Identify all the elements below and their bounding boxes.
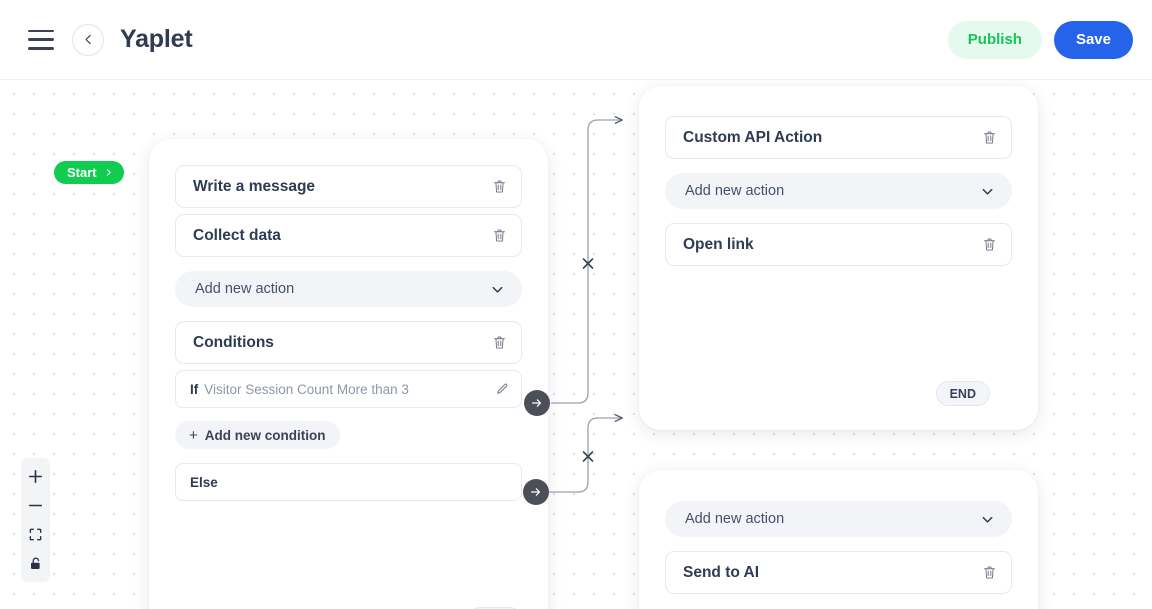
action-card-custom-api-action[interactable]: Custom API Action bbox=[665, 116, 1012, 159]
add-new-action-dropdown[interactable]: Add new action bbox=[665, 173, 1012, 209]
zoom-out-button[interactable] bbox=[21, 491, 50, 520]
condition-expression: Visitor Session Count More than 3 bbox=[204, 381, 409, 397]
trash-icon[interactable] bbox=[492, 228, 507, 243]
action-card-title: Write a message bbox=[193, 177, 316, 195]
add-new-action-dropdown[interactable]: Add new action bbox=[665, 501, 1012, 537]
flow-panel-else-branch: Add new action Send to AI END bbox=[639, 470, 1038, 609]
action-card-title: Collect data bbox=[193, 226, 281, 244]
else-label: Else bbox=[190, 474, 218, 490]
condition-row[interactable]: If Visitor Session Count More than 3 bbox=[175, 370, 522, 408]
add-new-condition-label: Add new condition bbox=[204, 427, 326, 443]
connector-delete-x-icon[interactable] bbox=[582, 451, 594, 462]
app-header: Yaplet Publish Save bbox=[0, 0, 1152, 80]
save-button[interactable]: Save bbox=[1053, 20, 1133, 59]
hamburger-menu-icon[interactable] bbox=[28, 29, 54, 50]
unlock-padlock-icon bbox=[31, 557, 40, 569]
publish-button[interactable]: Publish bbox=[947, 20, 1042, 59]
trash-icon[interactable] bbox=[982, 130, 997, 145]
action-card-send-to-ai[interactable]: Send to AI bbox=[665, 551, 1012, 594]
chevron-down-icon bbox=[980, 512, 995, 527]
start-badge-label: Start bbox=[67, 165, 97, 180]
flow-canvas[interactable]: Start Write a message Collect data bbox=[0, 80, 1152, 609]
end-badge[interactable]: END bbox=[935, 381, 990, 406]
page-title: Yaplet bbox=[120, 25, 193, 53]
chevron-down-icon bbox=[490, 282, 505, 297]
start-badge[interactable]: Start bbox=[54, 161, 124, 184]
action-card-title: Custom API Action bbox=[683, 128, 823, 146]
panel-else-content: Add new action Send to AI bbox=[639, 470, 1038, 594]
fit-screen-button[interactable] bbox=[21, 520, 50, 549]
add-new-condition-button[interactable]: + Add new condition bbox=[175, 421, 340, 449]
flow-panel-main: Write a message Collect data Add new act… bbox=[149, 139, 548, 609]
action-card-open-link[interactable]: Open link bbox=[665, 223, 1012, 266]
connector-delete-x-icon[interactable] bbox=[582, 258, 594, 269]
else-branch-arrow-button[interactable] bbox=[523, 479, 549, 505]
chevron-right-icon bbox=[106, 169, 111, 176]
zoom-in-button[interactable] bbox=[21, 462, 50, 491]
trash-icon[interactable] bbox=[982, 565, 997, 580]
plus-icon: + bbox=[189, 426, 198, 444]
trash-icon[interactable] bbox=[492, 335, 507, 350]
chevron-left-icon bbox=[84, 34, 91, 45]
add-new-action-dropdown[interactable]: Add new action bbox=[175, 271, 522, 307]
panel-true-content: Custom API Action Add new action Open li… bbox=[639, 86, 1038, 266]
action-card-collect-data[interactable]: Collect data bbox=[175, 214, 522, 257]
fit-screen-icon bbox=[29, 528, 42, 541]
pencil-edit-icon[interactable] bbox=[495, 382, 509, 396]
action-card-title: Open link bbox=[683, 235, 754, 253]
hamburger-bar bbox=[28, 46, 54, 50]
flow-panel-true-branch: Custom API Action Add new action Open li… bbox=[639, 86, 1038, 430]
minus-icon bbox=[28, 504, 43, 507]
lock-canvas-button[interactable] bbox=[21, 549, 50, 578]
conditions-title: Conditions bbox=[193, 333, 274, 351]
header-actions: Publish Save bbox=[947, 20, 1133, 59]
arrow-right-icon bbox=[531, 488, 541, 496]
action-card-title: Send to AI bbox=[683, 563, 760, 581]
hamburger-bar bbox=[28, 29, 54, 33]
chevron-down-icon bbox=[980, 184, 995, 199]
condition-branch-arrow-button[interactable] bbox=[524, 390, 550, 416]
panel-main-content: Write a message Collect data Add new act… bbox=[149, 139, 548, 501]
else-row[interactable]: Else bbox=[175, 463, 522, 501]
condition-keyword: If bbox=[190, 381, 199, 397]
trash-icon[interactable] bbox=[492, 179, 507, 194]
add-new-action-label: Add new action bbox=[195, 281, 295, 297]
action-card-write-a-message[interactable]: Write a message bbox=[175, 165, 522, 208]
add-new-action-label: Add new action bbox=[685, 183, 785, 199]
conditions-card[interactable]: Conditions bbox=[175, 321, 522, 364]
arrow-right-icon bbox=[532, 399, 542, 407]
back-button[interactable] bbox=[72, 23, 104, 56]
hamburger-bar bbox=[28, 38, 54, 41]
canvas-zoom-controls bbox=[21, 458, 50, 582]
add-new-action-label: Add new action bbox=[685, 511, 785, 527]
plus-icon bbox=[28, 469, 43, 484]
trash-icon[interactable] bbox=[982, 237, 997, 252]
